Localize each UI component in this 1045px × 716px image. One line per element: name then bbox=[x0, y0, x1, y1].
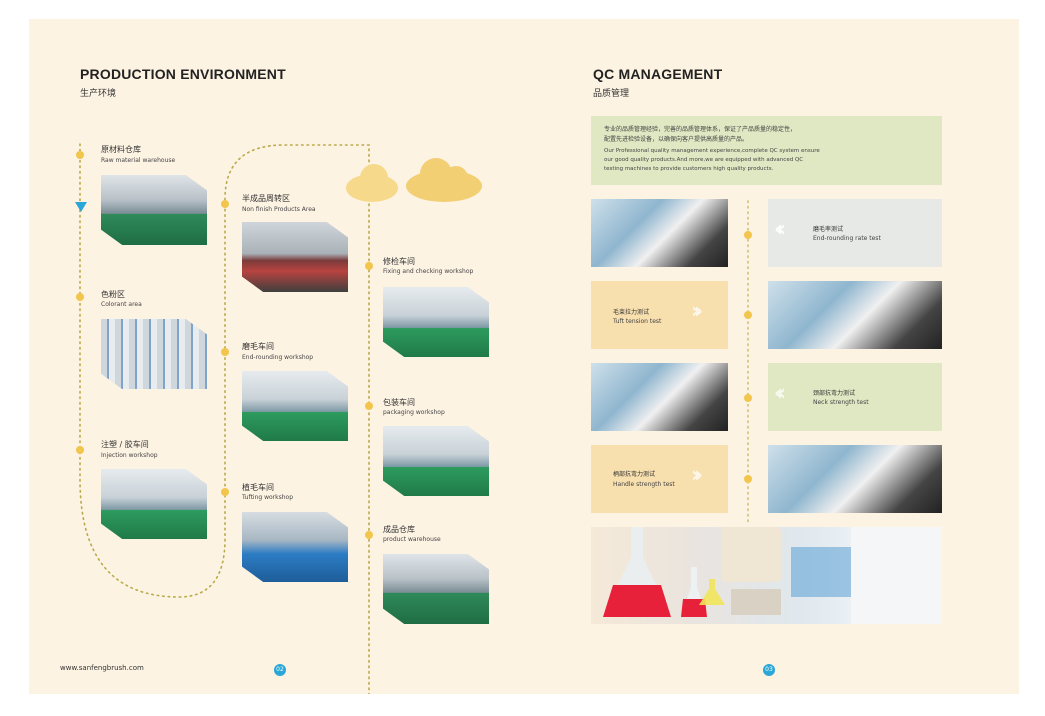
timeline-dot bbox=[744, 475, 752, 483]
qc-intro-box: 专业的品质管理经验，完善的品质管理体系，保证了产品质量的稳定性， 配置先进检验设… bbox=[591, 116, 942, 185]
step-label-zh: 包装车间 bbox=[383, 398, 415, 407]
intro-zh-line: 配置先进检验设备，以确保向客户提供高质量的产品。 bbox=[604, 136, 749, 143]
timeline-dot bbox=[76, 151, 84, 159]
cloud-illustration bbox=[346, 158, 482, 202]
step-label-en: Colorant area bbox=[101, 301, 142, 308]
page-number-left: 02 bbox=[274, 664, 286, 676]
timeline-dot bbox=[365, 531, 373, 539]
qc-subtitle: 品质管理 bbox=[593, 89, 630, 99]
qc-photo-2 bbox=[768, 281, 942, 349]
test-card-tuft-tension: 毛束拉力测试 Tuft tension test ›› bbox=[591, 281, 728, 349]
production-title: PRODUCTION ENVIRONMENT bbox=[80, 66, 286, 82]
timeline-dot bbox=[221, 488, 229, 496]
test-label-en: End-rounding rate test bbox=[813, 235, 881, 242]
timeline-dot bbox=[76, 446, 84, 454]
step-label-zh: 植毛车间 bbox=[242, 483, 274, 492]
step-label-zh: 原材料仓库 bbox=[101, 145, 141, 154]
test-label-zh: 颈部抗弯力测试 bbox=[813, 390, 856, 397]
test-card-handle-strength: 柄部抗弯力测试 Handle strength test ›› bbox=[591, 445, 728, 513]
website-url[interactable]: www.sanfengbrush.com bbox=[60, 664, 144, 672]
test-label-en: Handle strength test bbox=[613, 481, 675, 488]
colorant-area-photo bbox=[101, 319, 207, 389]
step-label-zh: 注塑 / 胶车间 bbox=[101, 440, 149, 449]
fixing-checking-photo bbox=[383, 287, 489, 357]
injection-workshop-photo bbox=[101, 469, 207, 539]
step-label-en: packaging workshop bbox=[383, 409, 445, 416]
step-label-zh: 修检车间 bbox=[383, 257, 415, 266]
step-label-en: Non finish Products Area bbox=[242, 206, 316, 213]
qc-title: QC MANAGEMENT bbox=[593, 66, 723, 82]
packaging-workshop-photo bbox=[383, 426, 489, 496]
timeline-dot bbox=[365, 402, 373, 410]
step-label-zh: 半成品周转区 bbox=[242, 194, 290, 203]
test-label-en: Tuft tension test bbox=[613, 318, 662, 325]
page-number-right: 03 bbox=[763, 664, 775, 676]
production-subtitle: 生产环境 bbox=[80, 89, 117, 99]
intro-en-line: testing machines to provide customers hi… bbox=[604, 166, 774, 172]
test-label-zh: 柄部抗弯力测试 bbox=[613, 471, 656, 478]
intro-en-line: Our Professional quality management expe… bbox=[604, 148, 820, 154]
timeline-dot bbox=[744, 394, 752, 402]
test-label-en: Neck strength test bbox=[813, 399, 869, 406]
timeline-dot bbox=[744, 231, 752, 239]
chevron-right-icon: ›› bbox=[691, 299, 703, 324]
test-label-zh: 毛束拉力测试 bbox=[613, 309, 650, 316]
qc-photo-4 bbox=[768, 445, 942, 513]
step-label-en: End-rounding workshop bbox=[242, 354, 314, 361]
test-label-zh: 磨毛率测试 bbox=[813, 226, 844, 233]
step-label-en: Injection workshop bbox=[101, 452, 158, 459]
brochure-spread: PRODUCTION ENVIRONMENT 生产环境 原材料仓库 Raw ma… bbox=[29, 19, 1019, 694]
tufting-workshop-photo bbox=[242, 512, 348, 582]
qc-photo-3 bbox=[591, 363, 728, 431]
timeline-path bbox=[79, 143, 749, 694]
qc-photo-1 bbox=[591, 199, 728, 267]
timeline-dot bbox=[744, 311, 752, 319]
step-label-zh: 磨毛车间 bbox=[242, 342, 274, 351]
test-card-neck-strength: ‹‹ 颈部抗弯力测试 Neck strength test bbox=[768, 363, 942, 431]
chevron-left-icon: ‹‹ bbox=[774, 217, 786, 242]
non-finish-area-photo bbox=[242, 222, 348, 292]
timeline-dot bbox=[365, 262, 373, 270]
chevron-right-icon: ›› bbox=[691, 463, 703, 488]
step-label-en: Tufting workshop bbox=[242, 494, 294, 501]
step-label-en: Raw material warehouse bbox=[101, 157, 176, 164]
product-warehouse-photo bbox=[383, 554, 489, 624]
raw-material-photo bbox=[101, 175, 207, 245]
intro-en-line: our good quality products.And more,we ar… bbox=[604, 157, 804, 163]
chevron-left-icon: ‹‹ bbox=[774, 381, 786, 406]
step-label-en: product warehouse bbox=[383, 536, 441, 543]
timeline-dot bbox=[221, 348, 229, 356]
end-rounding-workshop-photo bbox=[242, 371, 348, 441]
timeline-dot bbox=[221, 200, 229, 208]
step-label-zh: 成品仓库 bbox=[383, 525, 415, 534]
intro-zh-line: 专业的品质管理经验，完善的品质管理体系，保证了产品质量的稳定性， bbox=[604, 126, 797, 133]
timeline-arrow-icon bbox=[75, 202, 87, 212]
step-label-en: Fixing and checking workshop bbox=[383, 268, 474, 275]
step-label-zh: 色粉区 bbox=[101, 290, 125, 299]
lab-photo bbox=[591, 527, 942, 624]
lab-flask-illustration bbox=[603, 527, 942, 624]
test-card-end-rounding: ‹‹ 磨毛率测试 End-rounding rate test bbox=[768, 199, 942, 267]
timeline-dot bbox=[76, 293, 84, 301]
